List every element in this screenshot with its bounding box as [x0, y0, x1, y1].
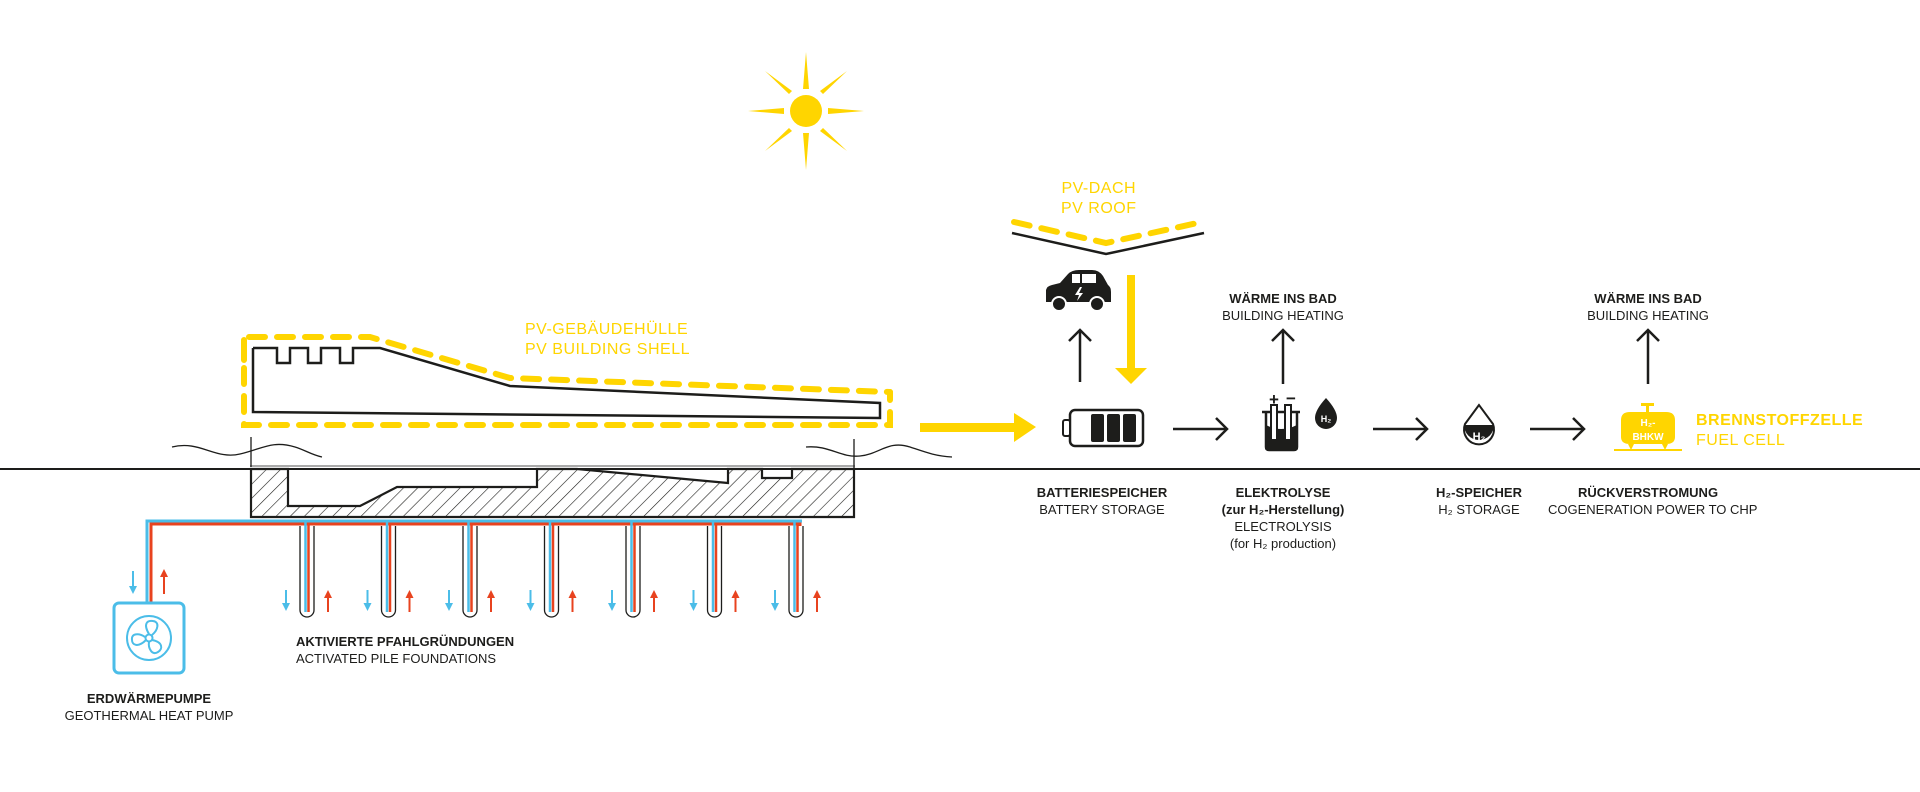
reconversion-de: RÜCKVERSTROMUNG	[1577, 485, 1719, 500]
reconversion-label: RÜCKVERSTROMUNG COGENERATION POWER TO CH…	[1548, 484, 1758, 518]
fuel-cell-label-en: FUEL CELL	[1696, 432, 1786, 449]
pv-building-shell	[241, 334, 893, 428]
fuel-cell-bhkw-icon: H₂- BHKW	[1614, 403, 1682, 451]
svg-text:BHKW: BHKW	[1632, 432, 1664, 443]
pile	[526, 521, 577, 618]
h2-storage-label: H₂-SPEICHER H₂ STORAGE	[1409, 484, 1549, 518]
heating-1-de: WÄRME INS BAD	[1229, 291, 1337, 306]
heat-pump-label: ERDWÄRMEPUMPE GEOTHERMAL HEAT PUMP	[60, 690, 238, 724]
pv-shell-label-de: PV-GEBÄUDEHÜLLE	[525, 321, 689, 338]
pile	[771, 521, 821, 618]
heat-pump-en: GEOTHERMAL HEAT PUMP	[64, 708, 234, 723]
pv-roof-symbol	[1011, 219, 1205, 256]
electrolysis-en2: (for H₂ production)	[1229, 536, 1337, 551]
electrolysis-minus: −	[1286, 389, 1296, 408]
heating-label-1: WÄRME INS BAD BUILDING HEATING	[1213, 290, 1353, 324]
piles-label: AKTIVIERTE PFAHLGRÜNDUNGEN ACTIVATED PIL…	[296, 633, 514, 667]
piles-en: ACTIVATED PILE FOUNDATIONS	[296, 651, 497, 666]
electrolysis-de2: (zur H₂-Herstellung)	[1221, 502, 1345, 517]
heat-pump-fan-icon	[126, 615, 172, 661]
pile-group	[282, 521, 821, 618]
battery-de: BATTERIESPEICHER	[1036, 485, 1168, 500]
electrolysis-to-storage-arrow	[1373, 417, 1429, 441]
svg-text:H₂: H₂	[1473, 431, 1486, 443]
pile	[608, 521, 658, 618]
electrolysis-icon: + −	[1262, 389, 1300, 452]
fuelcell-to-heating-arrow	[1636, 328, 1660, 384]
heat-pump-de: ERDWÄRMEPUMPE	[86, 691, 212, 706]
svg-text:H₂-: H₂-	[1641, 418, 1656, 429]
pile	[445, 521, 495, 618]
pv-roof-label: PV-DACH PV ROOF	[1061, 179, 1137, 219]
h2-storage-de: H₂-SPEICHER	[1436, 485, 1522, 500]
heating-label-2: WÄRME INS BAD BUILDING HEATING	[1578, 290, 1718, 324]
heating-1-en: BUILDING HEATING	[1222, 308, 1344, 323]
pile	[363, 521, 414, 618]
sun-icon	[748, 52, 864, 170]
pv-shell-label: PV-GEBÄUDEHÜLLE PV BUILDING SHELL	[525, 320, 690, 360]
heat-pump-box	[112, 601, 186, 675]
battery-to-car-arrow	[1068, 328, 1092, 382]
pile	[689, 521, 740, 618]
h2-storage-icon: H₂	[1463, 403, 1495, 446]
battery-icon	[1062, 408, 1145, 448]
shell-to-battery-arrow	[920, 413, 1036, 442]
foundation-slab	[249, 467, 856, 519]
pv-roof-label-en: PV ROOF	[1061, 200, 1137, 217]
reconversion-en: COGENERATION POWER TO CHP	[1548, 502, 1758, 517]
storage-to-fuelcell-arrow	[1530, 417, 1586, 441]
battery-label: BATTERIESPEICHER BATTERY STORAGE	[1030, 484, 1174, 518]
battery-to-electrolysis-arrow	[1173, 417, 1229, 441]
svg-text:H₂: H₂	[1321, 414, 1332, 424]
electrolysis-en: ELECTROLYSIS	[1234, 519, 1332, 534]
roof-to-battery-arrow	[1115, 275, 1147, 384]
electrolysis-plus: +	[1269, 390, 1279, 409]
break-line-right	[805, 439, 953, 468]
heating-2-en: BUILDING HEATING	[1587, 308, 1709, 323]
break-line-left	[171, 437, 323, 467]
h2-storage-en: H₂ STORAGE	[1438, 502, 1520, 517]
h2-drop-icon: H₂	[1315, 398, 1337, 429]
piles-de: AKTIVIERTE PFAHLGRÜNDUNGEN	[296, 634, 515, 649]
electrolysis-label: ELEKTROLYSE (zur H₂-Herstellung) ELECTRO…	[1198, 484, 1368, 552]
pile	[282, 521, 332, 618]
pv-shell-label-en: PV BUILDING SHELL	[525, 341, 690, 358]
heating-2-de: WÄRME INS BAD	[1594, 291, 1702, 306]
fuel-cell-label-de: BRENNSTOFFZELLE	[1696, 412, 1864, 429]
heat-pump-flow-arrows	[129, 569, 168, 594]
electrolysis-de: ELEKTROLYSE	[1235, 485, 1331, 500]
battery-en: BATTERY STORAGE	[1039, 502, 1165, 517]
fuel-cell-label: BRENNSTOFFZELLE FUEL CELL	[1696, 411, 1863, 451]
car-icon	[1046, 270, 1111, 312]
electrolysis-to-heating-arrow	[1271, 328, 1295, 384]
pv-roof-label-de: PV-DACH	[1061, 180, 1137, 197]
